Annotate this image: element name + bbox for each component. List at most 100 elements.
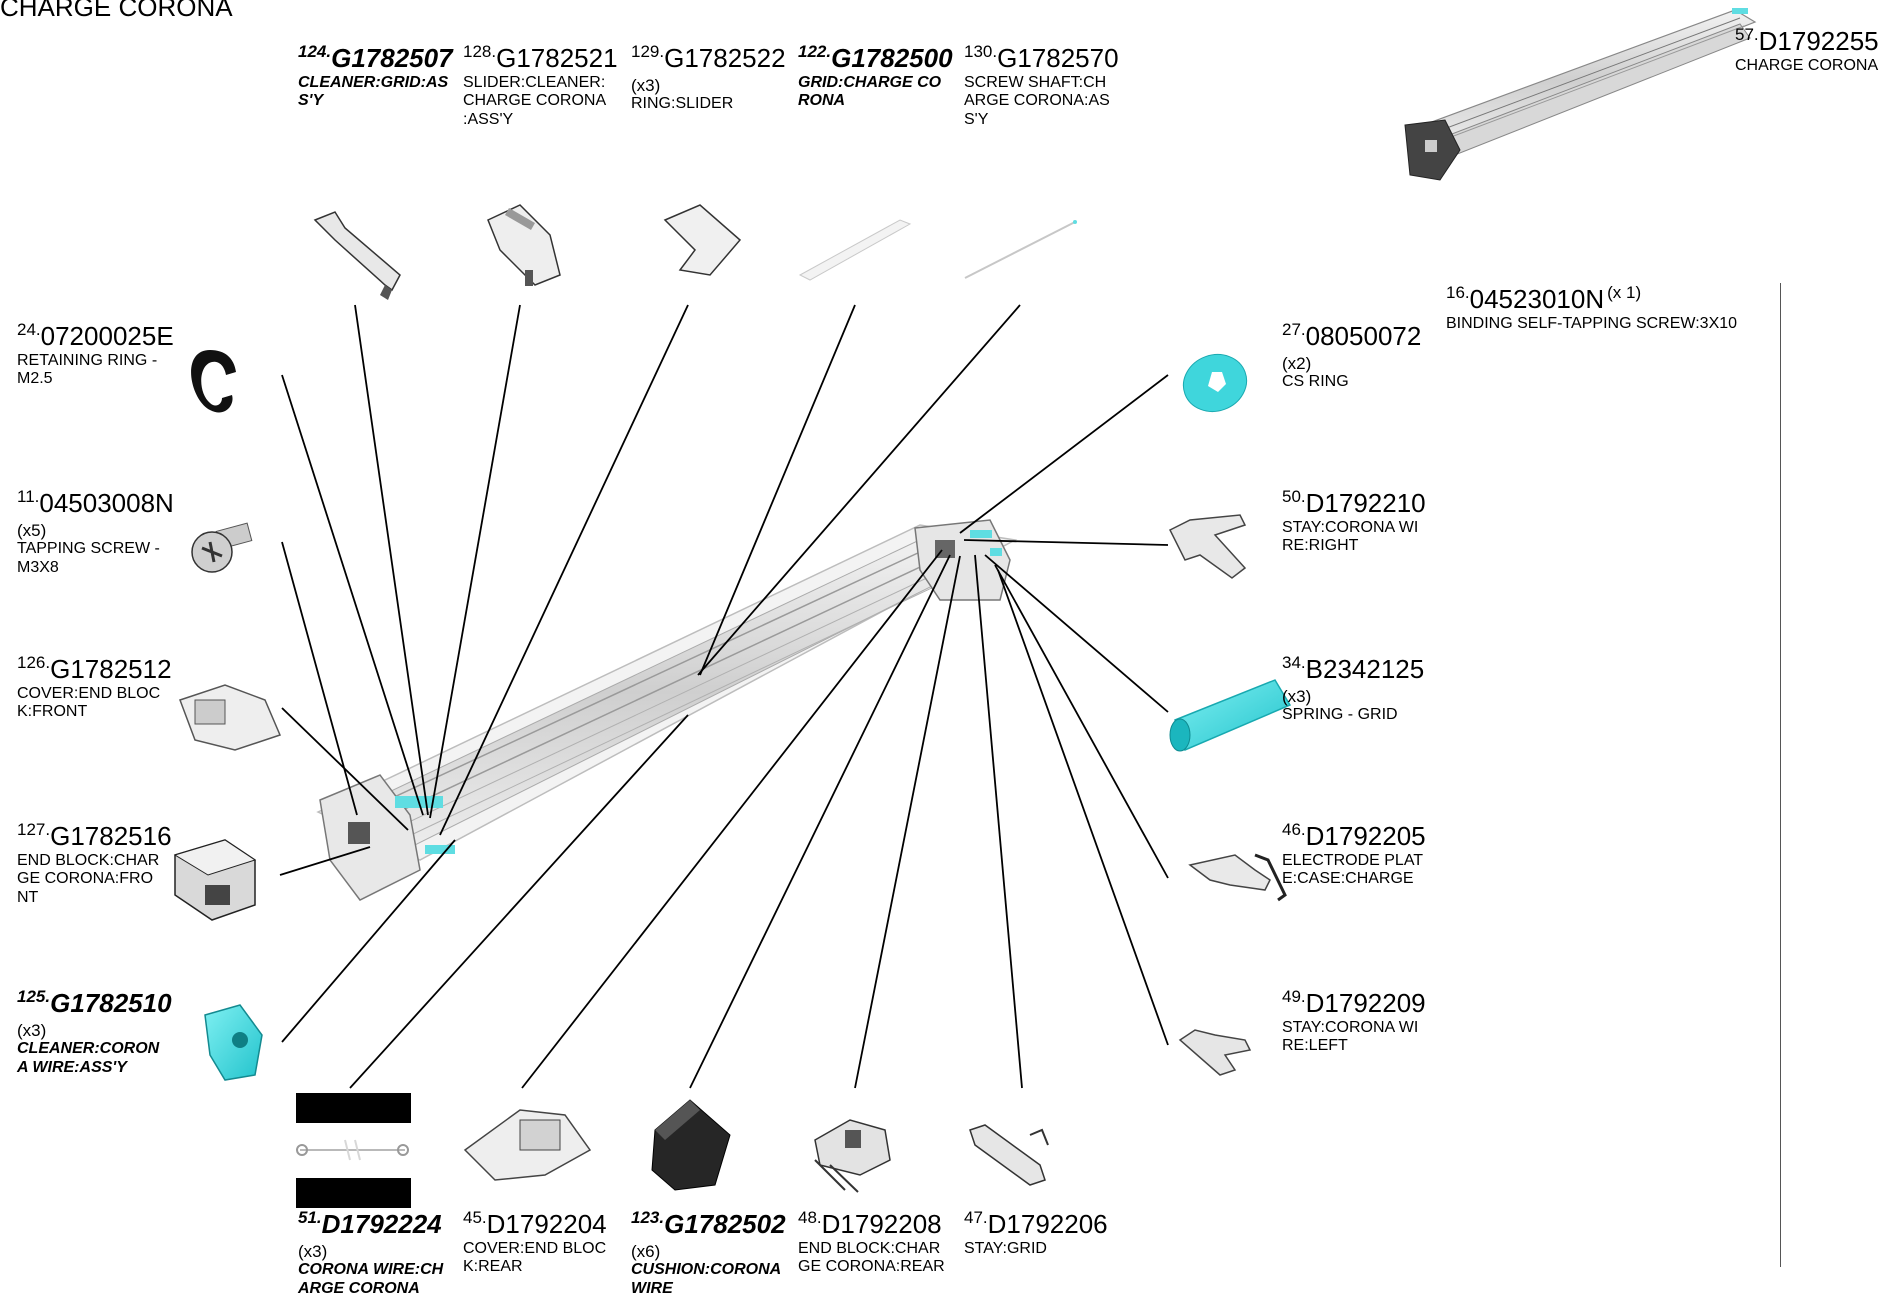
leader-line <box>959 374 1169 534</box>
screw-shaft-illustration <box>964 220 1077 279</box>
part-description: TAPPING SCREW - M3X8 <box>17 540 160 576</box>
leader-line <box>281 707 409 831</box>
part-code: 07200025E <box>40 321 174 351</box>
part-number-index: 49. <box>1282 987 1306 1006</box>
stay-right-illustration <box>1168 514 1247 579</box>
side-divider-line <box>1780 283 1781 1267</box>
cover-front-illustration <box>179 684 282 751</box>
tapping-screw-illustration <box>191 522 253 573</box>
part-label-127: 127.G1782516 END BLOCK:CHAR GE CORONA:FR… <box>17 820 177 907</box>
part-description: CS RING <box>1282 373 1349 391</box>
part-code: 04523010N <box>1469 284 1605 314</box>
cleaner-wire-illustration <box>204 1004 263 1081</box>
part-code: G1782510 <box>50 988 172 1018</box>
corona-wire-illustration <box>296 1093 411 1208</box>
retaining-ring-illustration <box>191 350 236 413</box>
leader-line <box>354 304 429 816</box>
part-extra-quantity: (x 1) <box>1607 283 1642 302</box>
part-number-index: 127. <box>17 820 51 839</box>
part-label-24: 24.07200025E RETAINING RING - M2.5 <box>17 320 177 389</box>
part-code: G1782516 <box>50 821 172 851</box>
part-code: G1782522 <box>664 43 786 73</box>
part-number-index: 48. <box>798 1208 822 1227</box>
part-description: CLEANER:CORON A WIRE:ASS'Y <box>17 1040 160 1076</box>
cushion-illustration <box>651 1099 731 1191</box>
part-label-126: 126.G1782512 COVER:END BLOC K:FRONT <box>17 653 177 722</box>
part-label-45: 45.D1792204 COVER:END BLOC K:REAR <box>463 1208 623 1277</box>
part-code: G1782500 <box>831 43 953 73</box>
part-number-index: 46. <box>1282 820 1306 839</box>
part-quantity: (x6) <box>631 1241 661 1261</box>
part-number-index: 126. <box>17 653 51 672</box>
spring-grid-illustration <box>1169 679 1292 752</box>
part-description: STAY:CORONA WI RE:RIGHT <box>1282 518 1419 555</box>
part-code: G1782521 <box>496 43 618 73</box>
leader-line <box>963 539 1169 546</box>
end-block-front-illustration <box>173 839 257 921</box>
part-description: CHARGE CORONA <box>1735 56 1879 74</box>
part-label-130: 130.G1782570 SCREW SHAFT:CH ARGE CORONA:… <box>964 42 1124 129</box>
end-block-rear-illustration <box>814 1119 891 1193</box>
part-description: CUSHION:CORONA WIRE <box>631 1261 782 1297</box>
slider-cleaner-illustration <box>487 204 561 286</box>
part-code: D1792204 <box>486 1209 607 1239</box>
complete-corona-illustration <box>1404 8 1757 181</box>
part-number-index: 24. <box>17 320 41 339</box>
part-description: SPRING - GRID <box>1282 706 1398 724</box>
part-number-index: 128. <box>463 42 497 61</box>
part-code: D1792224 <box>321 1209 442 1239</box>
stay-left-illustration <box>1178 1029 1252 1076</box>
leader-line <box>854 555 961 1089</box>
leader-line <box>281 839 456 1043</box>
part-description: RING:SLIDER <box>631 95 734 113</box>
part-quantity: (x3) <box>17 1020 47 1040</box>
diagram-title: CHARGE CORONA <box>0 0 233 22</box>
part-quantity: (x3) <box>1282 686 1312 706</box>
part-code: D1792255 <box>1758 26 1879 56</box>
part-code: D1792206 <box>987 1209 1108 1239</box>
part-label-16: 16.04523010N(x 1) BINDING SELF-TAPPING S… <box>1446 283 1766 333</box>
part-number-index: 130. <box>964 42 998 61</box>
leader-line <box>281 374 424 816</box>
part-number-index: 124. <box>298 42 332 61</box>
part-number-index: 45. <box>463 1208 487 1227</box>
part-number-index: 57. <box>1735 25 1759 44</box>
part-label-51: 51.D1792224 (x3) CORONA WIRE:CH ARGE COR… <box>298 1208 458 1298</box>
stay-grid-illustration <box>969 1124 1049 1186</box>
cleaner-grid-illustration <box>313 211 401 300</box>
part-label-122: 122.G1782500 GRID:CHARGE CO RONA <box>798 42 958 111</box>
part-label-49: 49.D1792209 STAY:CORONA WI RE:LEFT <box>1282 987 1442 1056</box>
part-label-27: 27.08050072 (x2) CS RING <box>1282 320 1442 392</box>
part-code: 04503008N <box>39 488 174 518</box>
part-label-47: 47.D1792206 STAY:GRID <box>964 1208 1124 1258</box>
leader-line <box>279 846 371 876</box>
part-quantity: (x5) <box>17 520 47 540</box>
part-code: 08050072 <box>1305 321 1422 351</box>
part-number-index: 123. <box>631 1208 665 1227</box>
leader-line <box>521 549 943 1089</box>
part-description: SCREW SHAFT:CH ARGE CORONA:AS S'Y <box>964 73 1110 128</box>
part-label-57: 57.D1792255 CHARGE CORONA <box>1735 25 1885 75</box>
part-description: SLIDER:CLEANER: CHARGE CORONA :ASS'Y <box>463 73 607 128</box>
part-number-index: 50. <box>1282 487 1306 506</box>
electrode-plate-illustration <box>1188 853 1287 902</box>
leader-line <box>994 564 1169 879</box>
leader-line <box>974 554 1023 1089</box>
part-quantity: (x3) <box>631 75 661 95</box>
part-description: STAY:CORONA WI RE:LEFT <box>1282 1018 1419 1055</box>
main-assembly-illustration <box>316 519 1018 901</box>
grid-illustration <box>798 219 912 281</box>
part-description: ELECTRODE PLAT E:CASE:CHARGE <box>1282 851 1424 888</box>
part-quantity: (x3) <box>298 1241 328 1261</box>
part-description: BINDING SELF-TAPPING SCREW:3X10 <box>1446 314 1738 332</box>
part-description: GRID:CHARGE CO RONA <box>798 73 942 110</box>
part-code: B2342125 <box>1305 654 1425 684</box>
leader-line <box>997 569 1169 1046</box>
part-label-11: 11.04503008N (x5) TAPPING SCREW - M3X8 <box>17 487 177 577</box>
leader-line <box>349 714 689 1089</box>
part-code: G1782507 <box>331 43 453 73</box>
part-description: END BLOCK:CHAR GE CORONA:REAR <box>798 1239 945 1276</box>
part-description: COVER:END BLOC K:FRONT <box>17 684 161 721</box>
leader-line <box>699 304 856 676</box>
